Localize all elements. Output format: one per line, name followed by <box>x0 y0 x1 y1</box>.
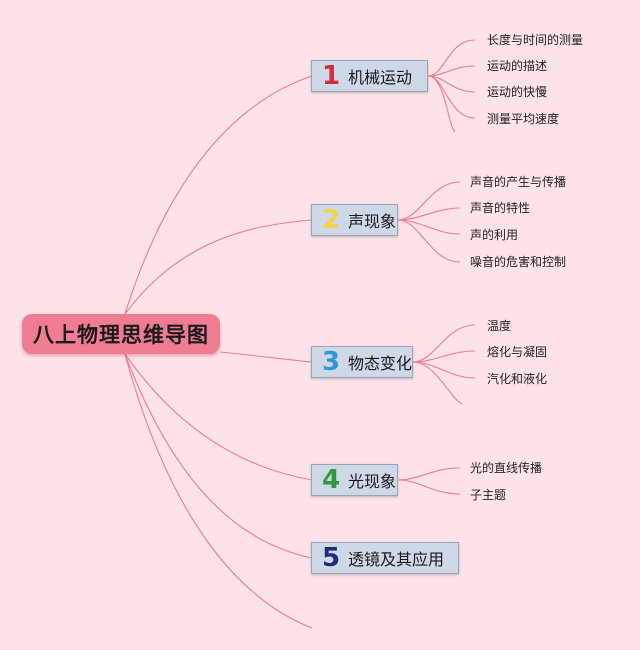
subtopic[interactable]: 运动的快慢 <box>487 85 548 99</box>
branch-label: 物态变化 <box>348 354 413 373</box>
subtopic[interactable]: 噪音的危害和控制 <box>470 255 567 269</box>
branch-number: 5 <box>321 543 341 573</box>
branch-topic-4[interactable]: 4 光现象 <box>311 464 398 496</box>
subtopic[interactable]: 测量平均速度 <box>487 112 560 126</box>
subtopic[interactable]: 声的利用 <box>470 228 519 242</box>
subtopic[interactable]: 汽化和液化 <box>487 372 548 386</box>
root-title: 八上物理思维导图 <box>33 323 209 347</box>
subtopic[interactable]: 熔化与凝固 <box>487 345 548 359</box>
subtopic[interactable]: 温度 <box>487 319 512 333</box>
branch-label: 声现象 <box>348 212 397 231</box>
branch-number: 4 <box>321 465 341 495</box>
branch-number: 2 <box>321 205 341 235</box>
root-topic[interactable]: 八上物理思维导图 <box>22 314 220 354</box>
subtopic[interactable]: 子主题 <box>470 488 507 502</box>
branch-topic-2[interactable]: 2 声现象 <box>311 204 398 236</box>
subtopic[interactable]: 运动的描述 <box>487 59 548 73</box>
branch-topic-5[interactable]: 5 透镜及其应用 <box>311 542 459 574</box>
subtopic[interactable]: 光的直线传播 <box>470 461 543 475</box>
branch-topic-3[interactable]: 3 物态变化 <box>311 346 413 378</box>
subtopic[interactable]: 声音的产生与传播 <box>470 175 567 189</box>
subtopic[interactable]: 声音的特性 <box>470 201 531 215</box>
branch-number: 3 <box>321 347 341 377</box>
branch-number: 1 <box>321 61 341 91</box>
branch-label: 光现象 <box>348 472 397 491</box>
branch-label: 透镜及其应用 <box>348 550 445 569</box>
branch-topic-1[interactable]: 1 机械运动 <box>311 60 428 92</box>
branch-label: 机械运动 <box>348 68 413 87</box>
subtopic[interactable]: 长度与时间的测量 <box>487 33 584 47</box>
